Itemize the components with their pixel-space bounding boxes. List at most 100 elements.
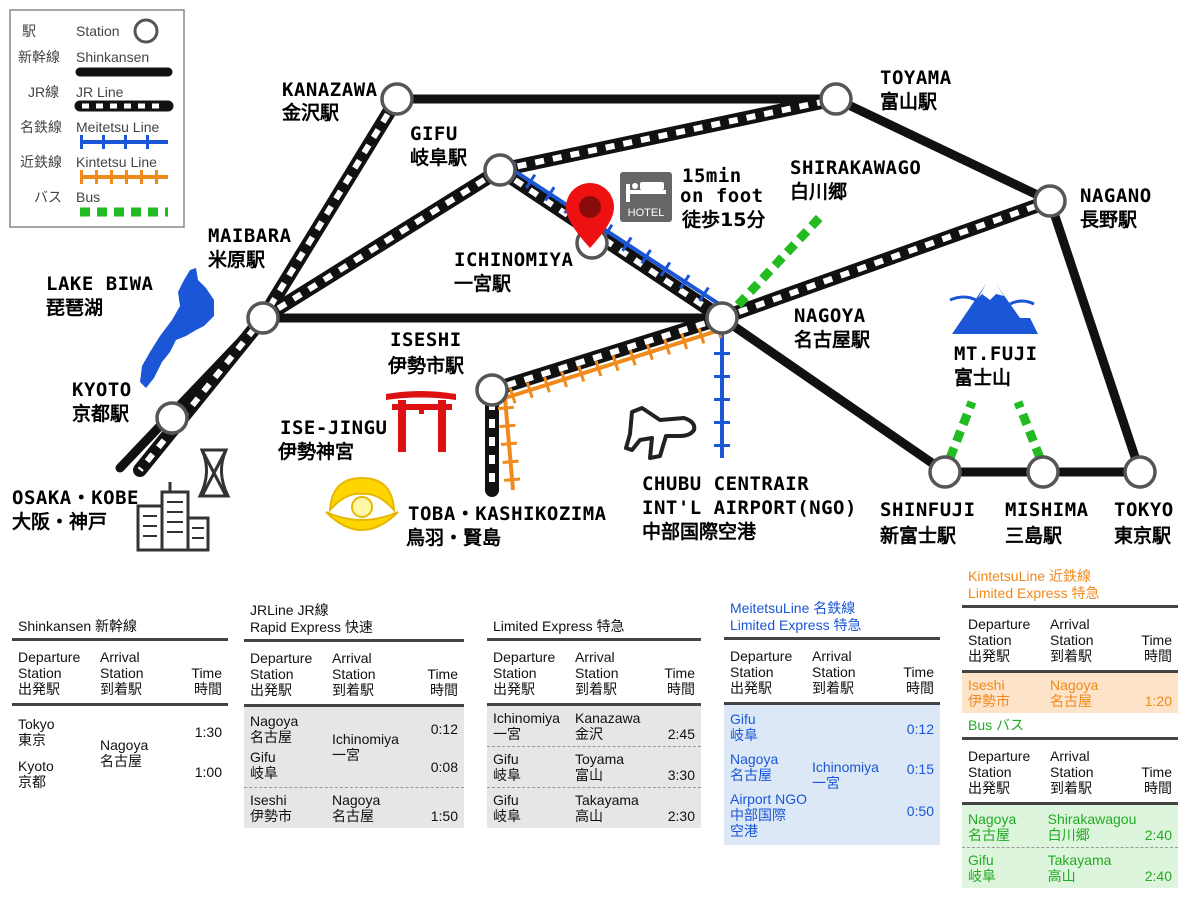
hdr-dep2: Station <box>730 664 774 680</box>
cell: 2:40 <box>1144 827 1172 843</box>
label-toyama-en: TOYAMA <box>880 67 952 89</box>
cell: 名古屋 <box>1050 693 1092 709</box>
label-lakebiwa-en: LAKE BIWA <box>46 273 154 295</box>
station-shinfuji[interactable] <box>928 455 962 489</box>
label-isejingu-jp: 伊勢神宮 <box>277 440 354 463</box>
cell: Takayama <box>575 792 639 808</box>
legend-station-icon <box>133 18 159 44</box>
cell: 中部国際 <box>730 807 786 823</box>
label-toyama-jp: 富山駅 <box>880 90 938 113</box>
cell: Nagoya <box>1050 677 1099 693</box>
hdr-arr3: 到着駅 <box>1050 780 1092 796</box>
cell: 3:30 <box>667 767 695 783</box>
cell: 0:12 <box>906 721 934 737</box>
hdr-time2: 時間 <box>194 681 222 697</box>
hdr-time2: 時間 <box>430 682 458 698</box>
station-mishima[interactable] <box>1026 455 1060 489</box>
hdr-arr3: 到着駅 <box>100 681 142 697</box>
osaka-buildings-icon <box>136 482 210 552</box>
cell: 0:15 <box>906 761 934 777</box>
legend-station-en: Station <box>76 23 120 39</box>
hdr-arr2: Station <box>332 666 376 682</box>
airplane-icon <box>624 406 697 460</box>
label-toba-en: TOBA・KASHIKOZIMA <box>408 503 607 525</box>
pearl-oyster-icon <box>325 476 399 531</box>
cell: 岐阜 <box>493 767 521 783</box>
hotel-walk-1: 15min <box>682 165 742 187</box>
cell: 一宮 <box>332 747 360 763</box>
hdr-dep1: Departure <box>493 649 556 665</box>
station-gifu[interactable] <box>483 153 517 187</box>
cell: 岐阜 <box>493 808 521 824</box>
label-iseshi-en: ISESHI <box>390 329 462 351</box>
station-kyoto[interactable] <box>155 401 189 435</box>
station-nagoya[interactable] <box>705 301 739 335</box>
cell: 名古屋 <box>730 767 772 783</box>
legend-meitetsu-en: Meitetsu Line <box>76 119 159 135</box>
cell: 空港 <box>730 823 758 839</box>
title-1: MeitetsuLine 名鉄線 <box>730 600 856 616</box>
cell: 一宮 <box>812 775 840 791</box>
legend-shinkansen-en: Shinkansen <box>76 49 149 65</box>
cell: Airport NGO <box>730 791 808 807</box>
hdr-dep3: 出発駅 <box>968 780 1010 796</box>
cell: 岐阜 <box>730 727 758 743</box>
label-chubu-en2: INT'L AIRPORT(NGO) <box>642 497 857 519</box>
station-kanazawa[interactable] <box>380 82 414 116</box>
station-toyama[interactable] <box>819 82 853 116</box>
label-shirakawago-jp: 白川郷 <box>790 180 847 203</box>
hdr-dep3: 出発駅 <box>968 648 1010 664</box>
cell: 名古屋 <box>250 729 292 745</box>
cell: 京都 <box>18 774 46 790</box>
cell: 1:00 <box>194 764 222 780</box>
station-nagano[interactable] <box>1033 184 1067 218</box>
cell: Ichinomiya <box>493 710 560 726</box>
station-maibara[interactable] <box>246 301 280 335</box>
station-iseshi[interactable] <box>475 373 509 407</box>
hdr-arr3: 到着駅 <box>575 681 617 697</box>
cell: 伊勢市 <box>968 693 1010 709</box>
label-mishima-en: MISHIMA <box>1005 499 1089 521</box>
label-toba-jp: 鳥羽・賢島 <box>406 526 501 549</box>
hdr-arr1: Arrival <box>575 649 615 665</box>
cell: 岐阜 <box>968 868 996 884</box>
label-tokyo-jp: 東京駅 <box>1114 524 1172 547</box>
hdr-time1: Time <box>191 665 222 681</box>
hdr-dep3: 出発駅 <box>250 682 292 698</box>
hdr-arr1: Arrival <box>1050 616 1090 632</box>
hdr-time2: 時間 <box>1144 648 1172 664</box>
hdr-time2: 時間 <box>667 681 695 697</box>
hdr-arr3: 到着駅 <box>332 682 374 698</box>
cell: Gifu <box>493 792 519 808</box>
hdr-arr1: Arrival <box>100 649 140 665</box>
station-nodes <box>155 82 1157 489</box>
cell: Nagoya <box>332 792 381 808</box>
cell: 高山 <box>575 808 603 824</box>
hdr-time1: Time <box>427 666 458 682</box>
cell: 2:30 <box>667 808 695 824</box>
cell: 2:40 <box>1144 868 1172 884</box>
hdr-time1: Time <box>664 665 695 681</box>
cell: 金沢 <box>575 726 603 742</box>
hdr-arr2: Station <box>812 664 856 680</box>
hdr-dep2: Station <box>968 632 1012 648</box>
label-shirakawago-en: SHIRAKAWAGO <box>790 157 921 179</box>
label-kanazawa-en: KANAZAWA <box>282 79 378 101</box>
label-maibara-en: MAIBARA <box>208 225 292 247</box>
cell: Tokyo <box>18 716 55 732</box>
label-kyoto-en: KYOTO <box>72 379 132 401</box>
hotel-pin-icon[interactable] <box>566 183 614 248</box>
cell: 2:45 <box>667 726 695 742</box>
station-tokyo[interactable] <box>1123 455 1157 489</box>
label-nagoya-en: NAGOYA <box>794 305 866 327</box>
label-chubu-en1: CHUBU CENTRAIR <box>642 473 809 495</box>
